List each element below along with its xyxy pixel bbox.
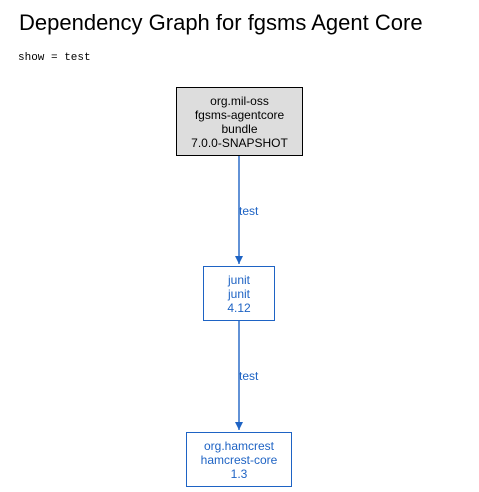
- graph-node-fgsms-agentcore[interactable]: org.mil-oss fgsms-agentcore bundle 7.0.0…: [176, 87, 303, 156]
- graph-node-hamcrest-core[interactable]: org.hamcrest hamcrest-core 1.3: [186, 432, 292, 487]
- node-version: 4.12: [227, 300, 251, 315]
- node-packaging: bundle: [221, 121, 258, 136]
- page-title: Dependency Graph for fgsms Agent Core: [19, 10, 423, 35]
- node-group-id: junit: [227, 272, 250, 287]
- node-version: 1.3: [230, 466, 248, 481]
- node-artifact-id: junit: [227, 286, 250, 301]
- node-artifact-id: hamcrest-core: [200, 452, 278, 467]
- node-artifact-id: fgsms-agentcore: [194, 107, 285, 122]
- node-group-id: org.hamcrest: [203, 438, 275, 453]
- node-group-id: org.mil-oss: [210, 93, 269, 108]
- edge-label-junit-hamcrest: test: [239, 369, 259, 383]
- node-version: 7.0.0-SNAPSHOT: [191, 135, 288, 150]
- edge-label-root-junit: test: [239, 204, 259, 218]
- graph-node-junit[interactable]: junit junit 4.12: [203, 266, 275, 321]
- scope-filter: show = test: [18, 52, 91, 64]
